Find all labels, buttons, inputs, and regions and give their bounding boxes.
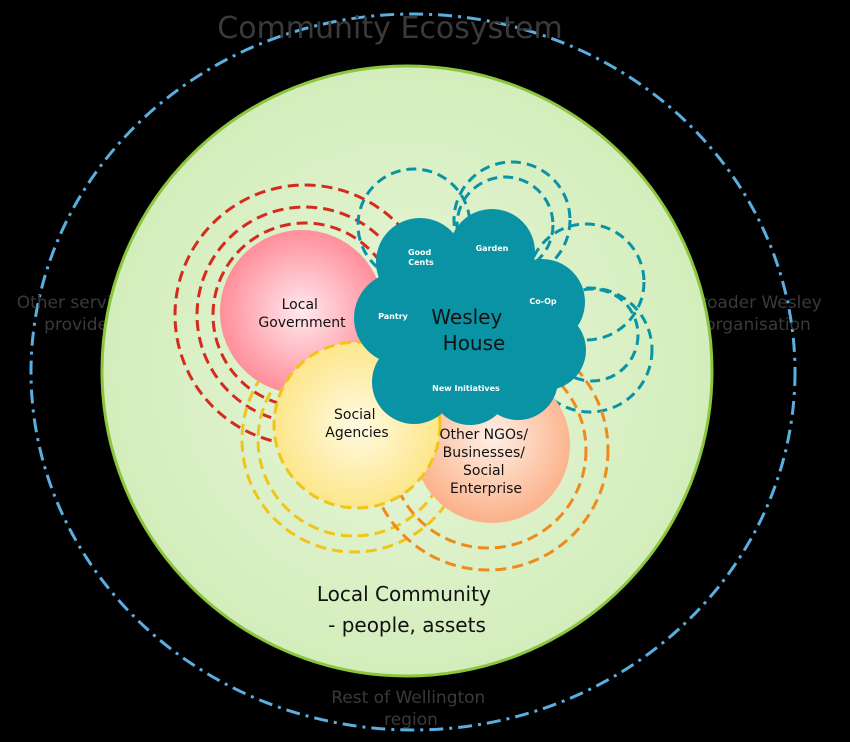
wesley-house-cloud [354,209,586,425]
program-garden-label: Garden [476,244,509,253]
program-pantry-label: Pantry [378,312,409,321]
local-community-label: Local Community - people, assets [317,582,497,637]
outer-label-broader-wesley: Broader Wesley organisation [689,293,828,335]
ngo-label: Other NGOs/ Businesses/ Social Enterpris… [439,427,532,497]
local-government-label: Local Government [258,297,346,331]
wesley-house-label: Wesley House [431,305,508,355]
program-good-cents-label: Good Cents [408,248,434,267]
program-co-op-label: Co-Op [529,297,556,306]
outer-ecosystem-ring [29,12,797,732]
diagram-title: Community Ecosystem [217,11,562,46]
outer-label-rest-of-wellington: Rest of Wellington region [331,688,490,730]
social-agencies-label: Social Agencies [325,407,388,441]
program-new-initiatives-label: New Initiatives [432,384,500,393]
